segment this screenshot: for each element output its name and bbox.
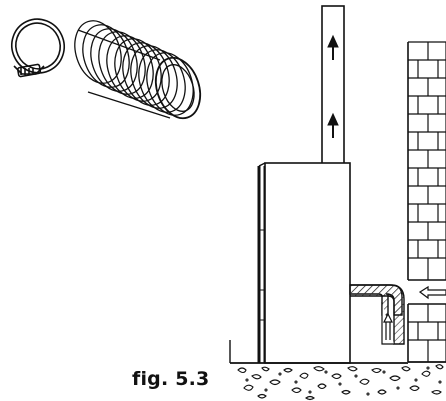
brick-wall-icon [407, 41, 446, 362]
figure-label: fig. 5.3 [132, 368, 210, 390]
hose-clamp-icon [11, 18, 65, 78]
flexible-duct-icon [74, 20, 202, 120]
up-arrow-icon [383, 312, 393, 340]
up-arrow-icon [327, 34, 339, 60]
stove-body [257, 162, 351, 364]
gravel-ground-icon [230, 364, 446, 401]
air-intake-elbow [349, 284, 405, 345]
left-arrow-icon [418, 285, 446, 300]
floor [229, 340, 446, 364]
up-arrow-icon [327, 112, 339, 138]
flue-pipe [321, 5, 345, 167]
